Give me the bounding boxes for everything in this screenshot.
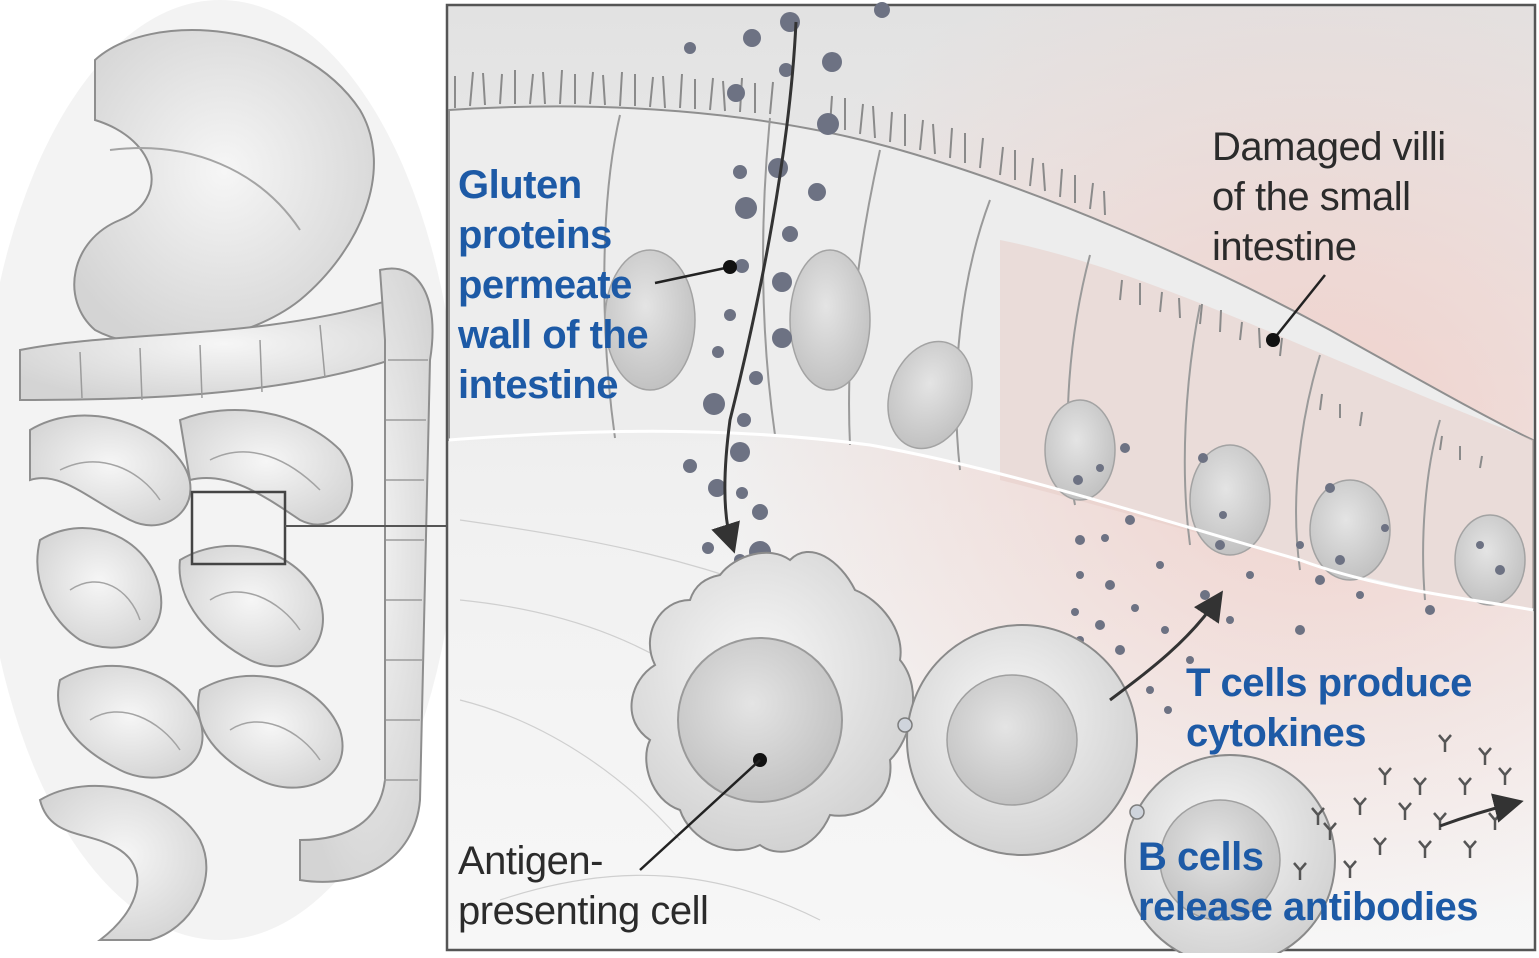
synapse-t-b [1130,805,1144,819]
antigen-cell-label: Antigen- presenting cell [458,836,708,936]
b-cells-label: B cells release antibodies [1138,832,1478,932]
villi-pointer-dot [1266,333,1280,347]
small-intestine [30,410,352,788]
gluten-pointer-dot [723,260,737,274]
digestive-organs [0,0,460,940]
synapse-apc-t [898,718,912,732]
t-cells-label: T cells produce cytokines [1186,658,1472,758]
gluten-label: Gluten proteins permeate wall of the int… [458,160,648,410]
damaged-villi-label: Damaged villi of the small intestine [1212,122,1446,272]
